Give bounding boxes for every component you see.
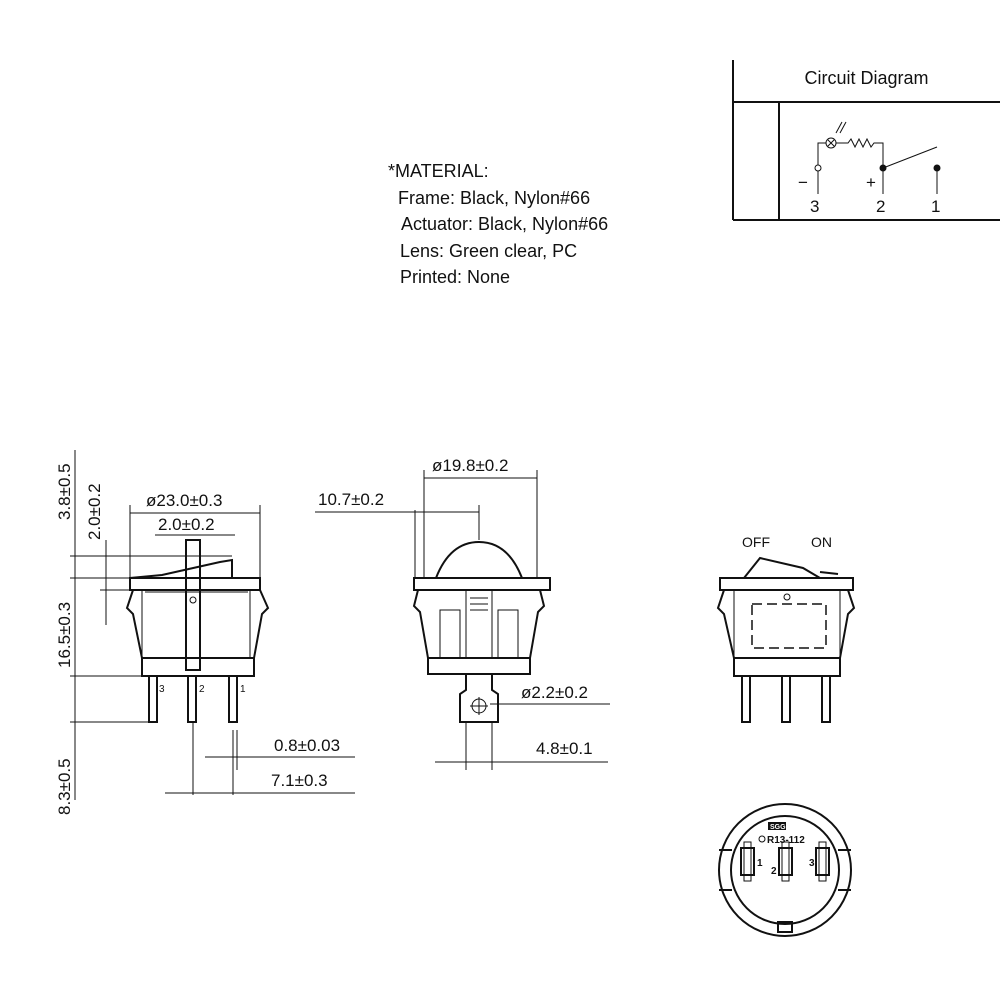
front-view: ø19.8±0.2 10.7±0.2 ø2.2±0.2 4.8±0.1 <box>315 456 610 770</box>
pin-label-2: 2 <box>876 197 885 216</box>
dim-pin-thickness: 0.8±0.03 <box>274 736 340 755</box>
state-view <box>716 556 856 723</box>
resistor-icon <box>836 137 884 166</box>
side-actuator <box>129 558 233 579</box>
bottom-pin-2: 2 <box>771 866 777 877</box>
side-pin-label-1: 1 <box>240 684 246 695</box>
terminal-1-icon <box>933 164 941 172</box>
dim-body-height: 16.5±0.3 <box>55 602 74 668</box>
material-note: *MATERIAL: Frame: Black, Nylon#66 Actuat… <box>388 158 608 291</box>
material-lens: Lens: Green clear, PC <box>400 240 578 261</box>
dim-actuator-width: 2.0±0.2 <box>158 515 215 534</box>
material-frame: Frame: Black, Nylon#66 <box>398 187 591 208</box>
dim-terminal-width: 4.8±0.1 <box>536 739 593 758</box>
sgg-logo-box <box>768 822 786 830</box>
dim-top-height: 3.8±0.5 <box>55 463 74 520</box>
cert-mark: R13-112 <box>767 835 805 846</box>
dim-hole: ø2.2±0.2 <box>521 683 588 702</box>
on-label: ON <box>811 534 832 550</box>
material-printed: Printed: None <box>400 267 511 287</box>
off-label: OFF <box>742 534 770 550</box>
switch-contact-icon <box>882 146 938 169</box>
dim-pin-pitch: 7.1±0.3 <box>271 771 328 790</box>
material-actuator: Actuator: Black, Nylon#66 <box>401 214 609 234</box>
lamp-window <box>751 603 827 649</box>
side-pin-label-3: 3 <box>159 684 165 695</box>
bottom-pin-3: 3 <box>809 858 815 869</box>
bottom-pin-1: 1 <box>757 858 763 869</box>
material-heading: *MATERIAL: <box>388 161 489 181</box>
dim-diameter-23: ø23.0±0.3 <box>146 491 222 510</box>
circuit-diagram-title: Circuit Diagram <box>804 68 929 88</box>
state-actuator <box>743 556 821 579</box>
side-view: 3 2 1 3.8±0.5 2.0±0.2 16.5±0.3 8.3±0.5 ø… <box>55 450 355 815</box>
dim-pin-length: 8.3±0.5 <box>55 758 74 815</box>
dim-diameter-19: ø19.8±0.2 <box>432 456 508 475</box>
dim-offset: 10.7±0.2 <box>318 490 384 509</box>
plus-sign: + <box>866 173 876 192</box>
sgg-logo: SGG <box>770 824 786 831</box>
dim-actuator-height: 2.0±0.2 <box>85 483 104 540</box>
pin-label-3: 3 <box>810 197 819 216</box>
bottom-view: SGG R13-112 1 2 3 <box>718 803 852 937</box>
pin-label-1: 1 <box>931 197 940 216</box>
terminal-3-icon <box>814 164 822 172</box>
front-dome <box>435 540 523 579</box>
circuit-diagram: − + 3 2 1 <box>732 60 1000 221</box>
minus-sign: − <box>798 173 808 192</box>
side-pin-label-2: 2 <box>199 684 205 695</box>
